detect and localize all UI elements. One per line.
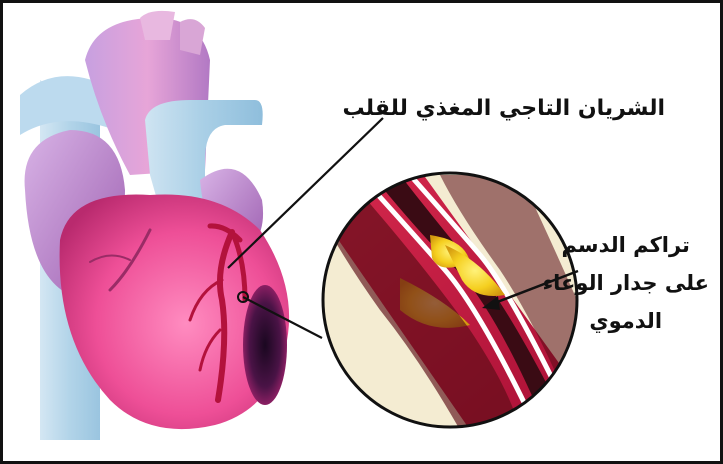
ventricle-opening [243, 285, 287, 405]
plaque-label-line-1: تراكم الدسم [542, 226, 709, 264]
plaque-label-line-3: الدموي [542, 302, 709, 340]
plaque-label-line-2: على جدار الوعاء [542, 264, 709, 302]
coronary-artery-label: الشريان التاجي المغذي للقلب [343, 96, 666, 121]
plaque-label: تراكم الدسم على جدار الوعاء الدموي [542, 226, 709, 340]
